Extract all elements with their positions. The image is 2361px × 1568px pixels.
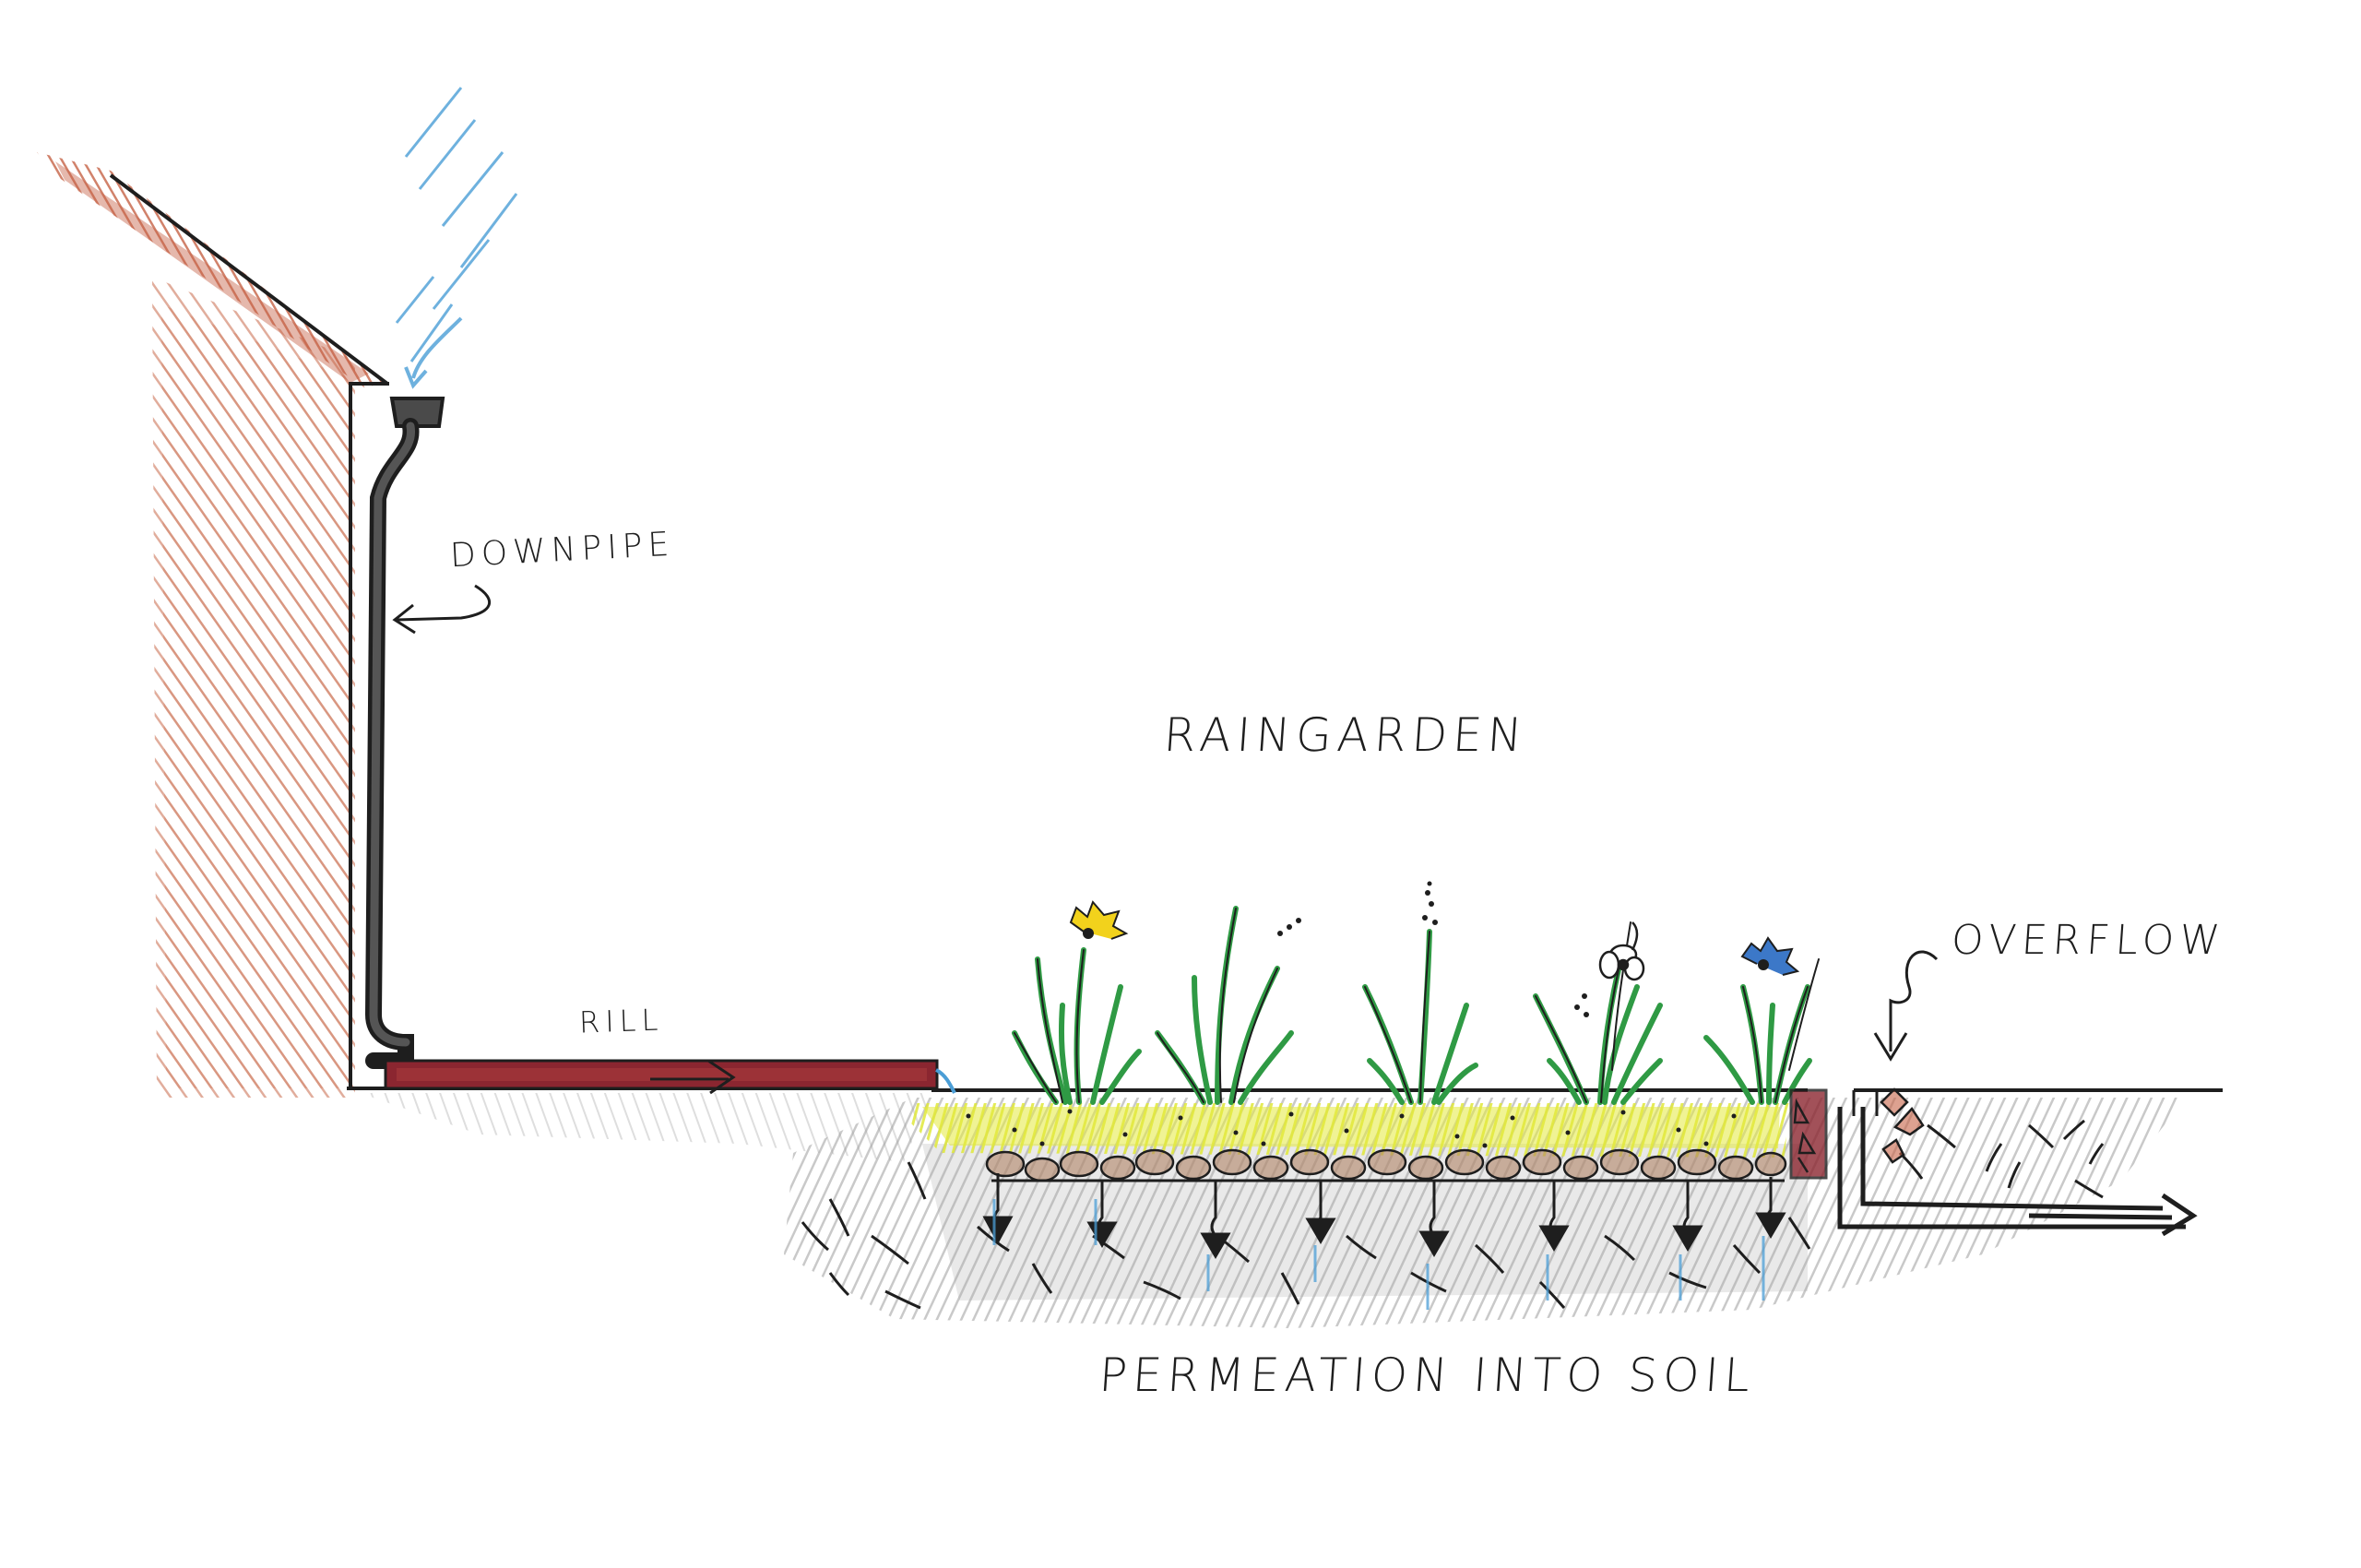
overflow-pipe-icon	[1837, 1107, 2198, 1237]
plants	[1012, 906, 1820, 1105]
overflow-leader	[1873, 950, 1939, 1062]
diagram-title: RAINGARDEN	[1161, 708, 1530, 762]
downpipe-leader	[392, 584, 492, 635]
house-wall	[152, 277, 355, 1098]
seed-heads	[1277, 881, 1589, 1017]
water-drips	[992, 1199, 1765, 1310]
overflow-structure	[1789, 1087, 1925, 1180]
soil	[360, 1093, 2186, 1328]
label-permeation: PERMEATION INTO SOIL	[1097, 1348, 1758, 1402]
flower-yellow-icon	[1069, 900, 1129, 940]
downpipe-icon	[364, 397, 445, 1069]
flower-white-icon	[1598, 921, 1645, 981]
pebble-layer	[985, 1148, 1787, 1182]
roof	[37, 152, 389, 387]
permeation-arrows	[982, 1173, 1786, 1259]
rill-channel	[384, 1059, 956, 1095]
filter-bed	[908, 1103, 1789, 1158]
label-overflow: OVERFLOW	[1950, 917, 2227, 964]
rain-icon	[395, 87, 518, 389]
label-rill: RILL	[578, 1002, 664, 1040]
flower-blue-icon	[1740, 936, 1800, 976]
